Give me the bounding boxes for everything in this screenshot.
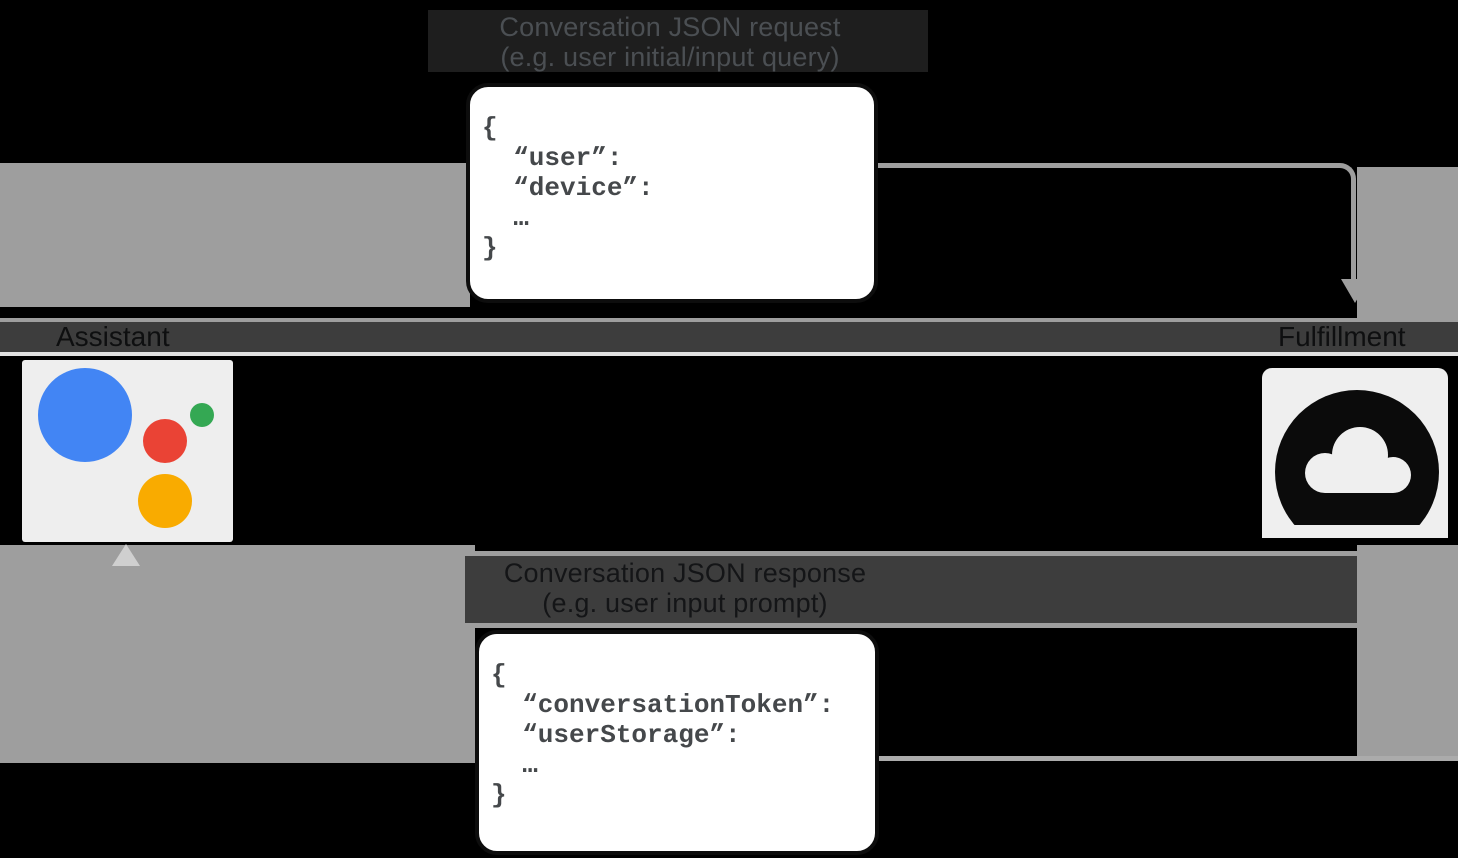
response-flow-title: Conversation JSON response (e.g. user in… — [350, 558, 1020, 618]
response-json-box: { “conversationToken”: “userStorage”: … … — [475, 630, 879, 855]
request-backdrop-left — [0, 163, 470, 307]
response-json-code: { “conversationToken”: “userStorage”: … … — [491, 660, 835, 810]
google-assistant-logo-icon — [22, 360, 233, 542]
response-arrowhead-icon — [112, 544, 140, 566]
response-backdrop-right — [1357, 545, 1458, 758]
response-flow-title-line2: (e.g. user input prompt) — [542, 588, 828, 618]
response-backdrop-left — [0, 545, 475, 763]
request-json-box: { “user”: “device”: … } — [466, 83, 878, 303]
request-backdrop-right — [1357, 167, 1458, 318]
response-arrow-line — [878, 756, 1458, 761]
request-flow-title: Conversation JSON request (e.g. user ini… — [335, 12, 1005, 72]
request-arrowhead-icon — [1341, 279, 1369, 303]
request-title-strip — [428, 10, 928, 72]
request-flow-title-line1: Conversation JSON request — [499, 12, 841, 42]
request-flow-title-line2: (e.g. user initial/input query) — [500, 42, 840, 72]
cloud-icon — [1262, 368, 1448, 538]
node-band — [0, 322, 1458, 352]
node-band-top-edge — [0, 318, 1458, 322]
request-json-code: { “user”: “device”: … } — [482, 113, 654, 263]
request-arrow-line — [878, 163, 1356, 281]
response-band-bottom-edge — [465, 623, 1357, 628]
fulfillment-node — [1262, 368, 1448, 538]
fulfillment-label: Fulfillment — [1278, 321, 1406, 352]
response-band-top-edge — [465, 551, 1357, 556]
response-band — [465, 556, 1357, 623]
node-band-bottom-edge — [0, 352, 1458, 356]
assistant-label: Assistant — [56, 321, 170, 352]
assistant-node — [22, 360, 233, 542]
response-flow-title-line1: Conversation JSON response — [503, 558, 867, 588]
